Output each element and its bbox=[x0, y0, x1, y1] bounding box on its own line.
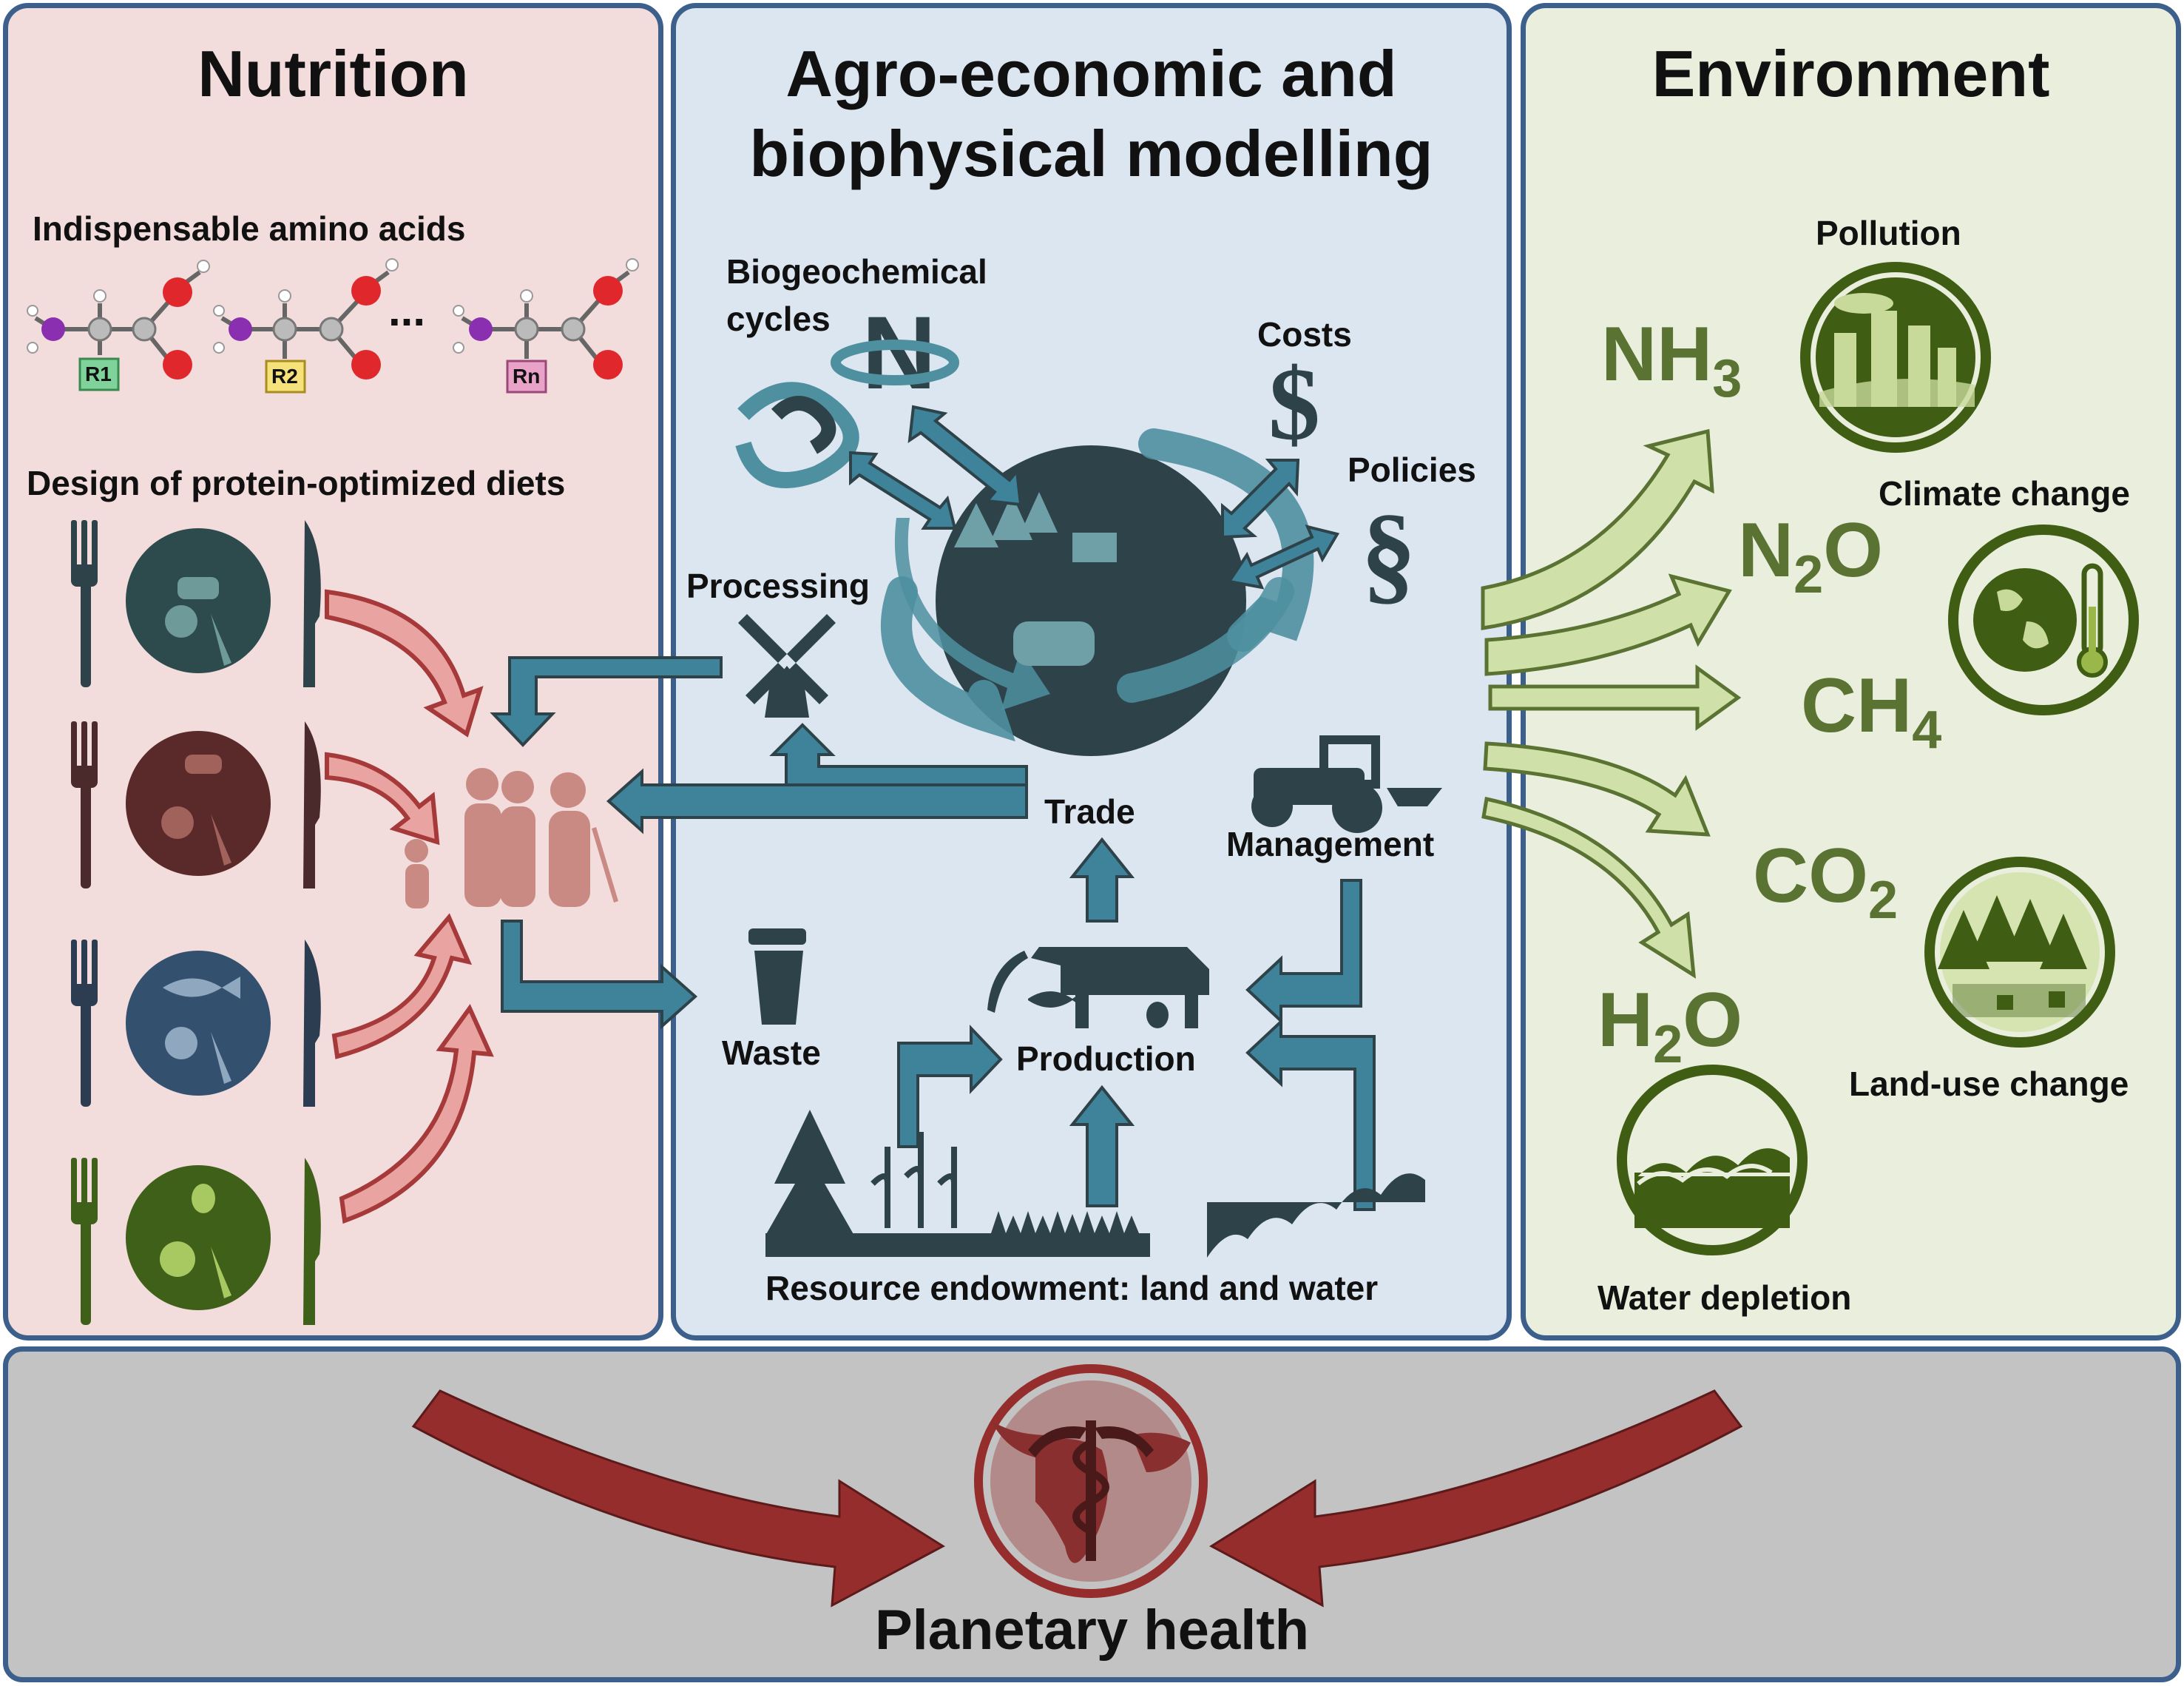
nitrogen-cycle-icon: N bbox=[735, 294, 959, 488]
double-arrow-cycle-globe bbox=[849, 451, 957, 530]
emission-arrows bbox=[1481, 428, 1742, 979]
arrow-processing-to-family bbox=[490, 656, 723, 747]
rn-label: Rn bbox=[513, 365, 541, 388]
arrow-trade-to-family bbox=[606, 768, 1028, 834]
co2-label: CO2 bbox=[1753, 833, 1899, 930]
nitrogen-atom bbox=[229, 317, 252, 341]
production-label: Production bbox=[1016, 1039, 1196, 1078]
planet-health-emblem bbox=[974, 1364, 1208, 1598]
dollar-icon: $ bbox=[1268, 347, 1320, 462]
arrow-forest-to-production bbox=[897, 1025, 1003, 1148]
land-use-change-label: Land-use change bbox=[1849, 1065, 2129, 1103]
amino-acid-chain bbox=[27, 258, 639, 394]
resource-endowment-label: Resource endowment: land and water bbox=[765, 1269, 1379, 1307]
red-arrow-1 bbox=[325, 589, 484, 738]
pollution-icon bbox=[1800, 262, 1991, 453]
amino-acids-label: Indispensable amino acids bbox=[33, 209, 466, 248]
family-icon bbox=[405, 768, 618, 908]
management-label: Management bbox=[1226, 825, 1435, 863]
red-arrow-4 bbox=[339, 1004, 494, 1224]
policies-label: Policies bbox=[1348, 451, 1476, 489]
flow-arrows bbox=[490, 656, 1376, 1211]
diet-arrows bbox=[325, 589, 494, 1224]
tractor-icon bbox=[1251, 735, 1442, 833]
biogeo-label-line1: Biogeochemical bbox=[726, 252, 987, 291]
agro-title-line1: Agro-economic and bbox=[785, 37, 1397, 110]
red-arrow-2 bbox=[325, 752, 440, 846]
nutrition-title: Nutrition bbox=[197, 37, 469, 110]
windmill-icon bbox=[738, 614, 836, 718]
double-arrow-biogeo-globe bbox=[907, 405, 1023, 507]
biogeo-label-line2: cycles bbox=[726, 300, 831, 338]
land-and-water-icon bbox=[765, 1110, 1425, 1258]
arrow-land-to-production bbox=[1069, 1085, 1135, 1207]
arrow-left-to-planet bbox=[411, 1389, 945, 1608]
arrow-family-to-waste bbox=[501, 920, 698, 1030]
h2o-label: H2O bbox=[1598, 977, 1743, 1074]
chain-ellipsis: ... bbox=[388, 286, 426, 335]
agro-title-line2: biophysical modelling bbox=[749, 117, 1433, 190]
arrow-trade-to-processing bbox=[769, 723, 1028, 787]
r1-box bbox=[78, 357, 120, 391]
arrow-to-n2o bbox=[1484, 573, 1732, 676]
r1-label: R1 bbox=[85, 363, 112, 385]
processing-label: Processing bbox=[686, 567, 870, 605]
ch4-label: CH4 bbox=[1801, 663, 1942, 760]
teal-double-arrows bbox=[849, 405, 1340, 590]
trade-label: Trade bbox=[1044, 792, 1135, 831]
arrow-right-to-planet bbox=[1209, 1389, 1743, 1608]
pollution-label: Pollution bbox=[1816, 214, 1961, 252]
arrow-to-co2 bbox=[1483, 741, 1711, 837]
plate-insect bbox=[71, 1158, 321, 1325]
production-icon bbox=[987, 947, 1209, 1028]
arrow-production-to-trade bbox=[1069, 837, 1135, 923]
climate-change-icon bbox=[1948, 525, 2139, 715]
plate-fish bbox=[71, 940, 321, 1107]
r2-box bbox=[265, 360, 306, 394]
red-arrow-3 bbox=[331, 913, 473, 1059]
double-arrow-policies bbox=[1226, 525, 1340, 590]
paragraph-icon: § bbox=[1361, 492, 1416, 615]
nitrogen-atom bbox=[41, 317, 65, 341]
double-arrow-costs bbox=[1221, 459, 1300, 539]
planetary-arrows bbox=[411, 1389, 1743, 1608]
arrow-water-to-production bbox=[1245, 1018, 1376, 1211]
nh3-label: NH3 bbox=[1601, 311, 1742, 408]
plate-meat bbox=[71, 721, 321, 888]
waste-label: Waste bbox=[722, 1033, 821, 1072]
plate-dairy bbox=[71, 520, 321, 687]
svg-text:N: N bbox=[862, 294, 936, 411]
rn-box bbox=[506, 360, 547, 394]
r2-label: R2 bbox=[271, 365, 298, 388]
arrow-to-h2o bbox=[1481, 796, 1696, 979]
diets-label: Design of protein-optimized diets bbox=[27, 464, 566, 502]
arrow-to-ch4 bbox=[1488, 664, 1742, 731]
water-depletion-label: Water depletion bbox=[1598, 1278, 1852, 1317]
arrow-management-to-production bbox=[1245, 879, 1362, 1025]
climate-change-label: Climate change bbox=[1879, 474, 2130, 513]
costs-label: Costs bbox=[1257, 315, 1352, 354]
waste-bin-icon bbox=[748, 928, 806, 1025]
n2o-label: N2O bbox=[1738, 508, 1884, 604]
planetary-health-title: Planetary health bbox=[874, 1599, 1310, 1662]
land-use-change-icon bbox=[1924, 857, 2115, 1048]
nitrogen-atom bbox=[469, 317, 493, 341]
environment-title: Environment bbox=[1651, 37, 2050, 110]
water-depletion-icon bbox=[1617, 1065, 1808, 1255]
arrow-to-nh3 bbox=[1481, 428, 1714, 630]
earth-globe bbox=[881, 428, 1314, 756]
